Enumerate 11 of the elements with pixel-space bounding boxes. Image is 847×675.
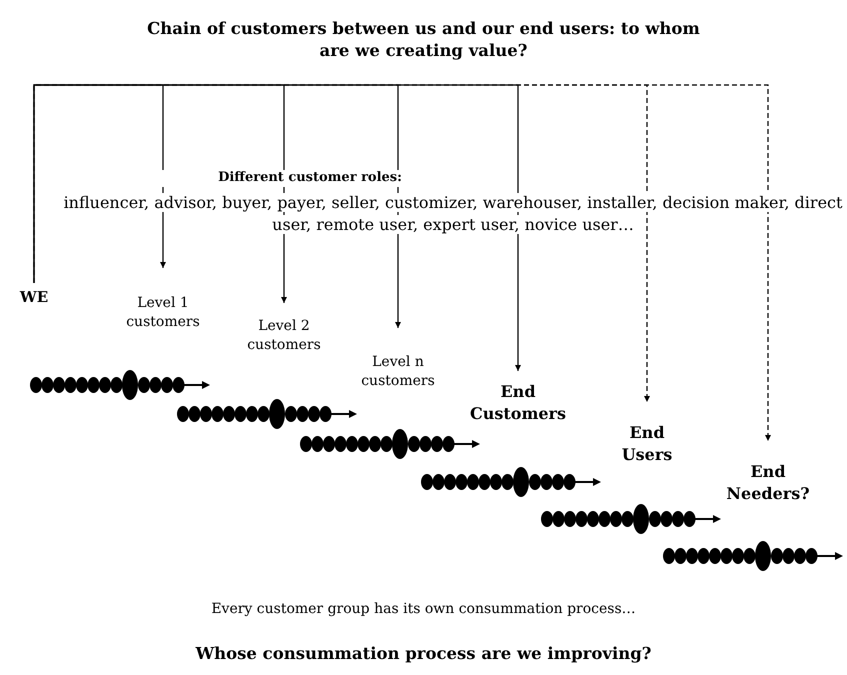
level-label: Level n customers [343, 328, 453, 391]
group-label: End Needers? [718, 441, 818, 504]
level-label: Level 2 customers [229, 303, 339, 355]
connector-arrow [33, 84, 521, 371]
level-label: Level 1 customers [108, 268, 218, 332]
group-label: WE [9, 283, 59, 308]
diagram-title: Chain of customers between us and our end users: to whom are we creating value? [146, 18, 701, 62]
closing-question: Whose consummation process are we improving? [194, 643, 652, 664]
group-label: End Users [602, 402, 692, 466]
group-label: End Customers [458, 371, 578, 424]
footer-note: Every customer group has its own consummation process… [210, 600, 637, 618]
